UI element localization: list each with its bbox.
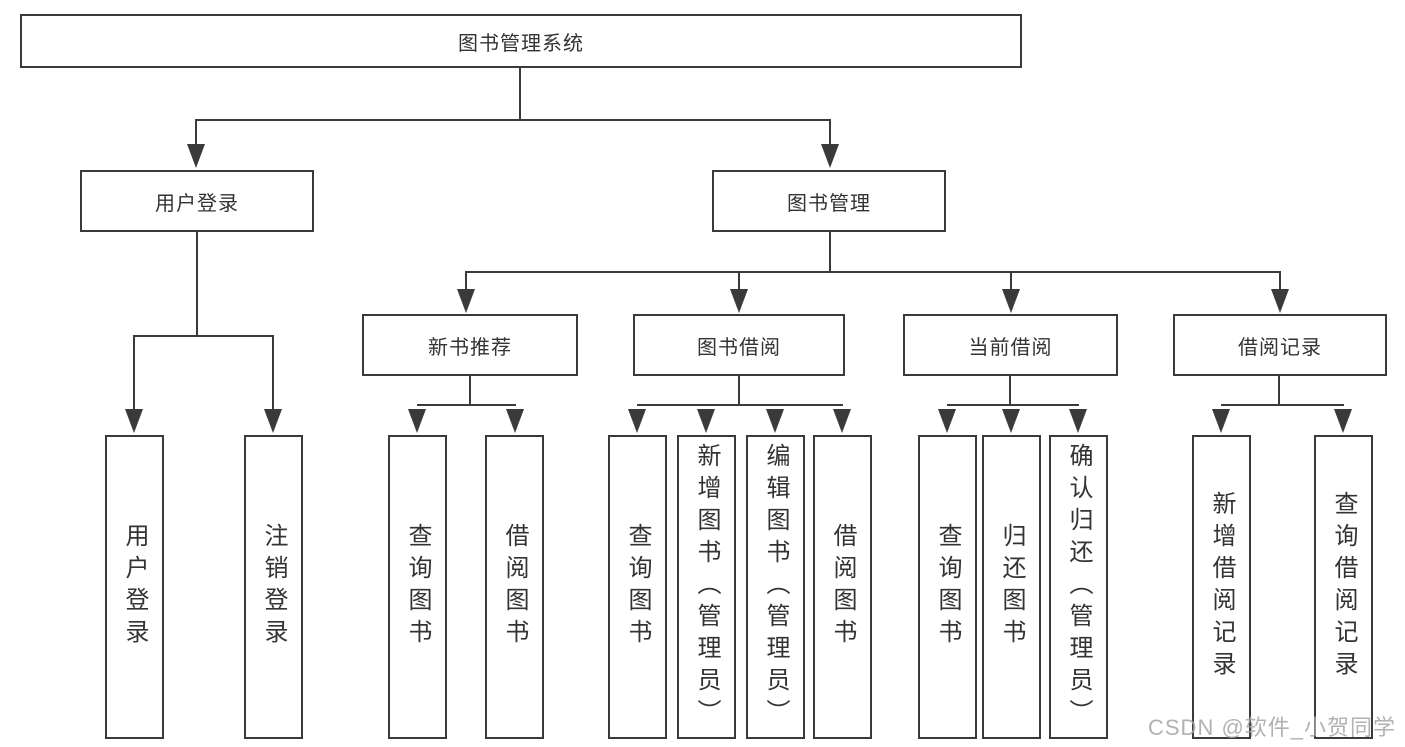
node-current-borrow: 当前借阅 xyxy=(903,314,1118,376)
connector-vline xyxy=(1010,271,1012,293)
connector-vline xyxy=(195,119,197,149)
arrow-down-icon xyxy=(1002,409,1020,433)
node-library-management-system: 图书管理系统 xyxy=(20,14,1022,68)
arrow-down-icon xyxy=(408,409,426,433)
connector-hline xyxy=(1221,404,1344,406)
arrow-down-icon xyxy=(264,409,282,433)
arrow-down-icon xyxy=(697,409,715,433)
node-book-borrow: 图书借阅 xyxy=(633,314,845,376)
leaf-query-books-borrow: 查询图书 xyxy=(608,435,667,739)
arrow-down-icon xyxy=(730,289,748,313)
connector-vline xyxy=(465,271,467,293)
connector-vline xyxy=(133,335,135,412)
connector-hline xyxy=(637,404,843,406)
arrow-down-icon xyxy=(187,144,205,168)
leaf-logout: 注销登录 xyxy=(244,435,303,739)
connector-vline xyxy=(738,271,740,293)
node-new-book-recommend: 新书推荐 xyxy=(362,314,578,376)
csdn-watermark: CSDN @软件_小贺同学 xyxy=(1148,715,1397,740)
arrow-down-icon xyxy=(628,409,646,433)
arrow-down-icon xyxy=(821,144,839,168)
leaf-query-borrow-record: 查询借阅记录 xyxy=(1314,435,1373,739)
leaf-query-books-current: 查询图书 xyxy=(918,435,977,739)
arrow-down-icon xyxy=(506,409,524,433)
connector-hline xyxy=(417,404,516,406)
arrow-down-icon xyxy=(938,409,956,433)
connector-hline xyxy=(196,119,831,121)
connector-vline xyxy=(469,376,471,406)
arrow-down-icon xyxy=(1002,289,1020,313)
leaf-return-books: 归还图书 xyxy=(982,435,1041,739)
node-borrow-records: 借阅记录 xyxy=(1173,314,1387,376)
leaf-borrow-books: 借阅图书 xyxy=(813,435,872,739)
node-book-management: 图书管理 xyxy=(712,170,946,232)
arrow-down-icon xyxy=(125,409,143,433)
arrow-down-icon xyxy=(1334,409,1352,433)
arrow-down-icon xyxy=(833,409,851,433)
leaf-add-borrow-record: 新增借阅记录 xyxy=(1192,435,1251,739)
connector-vline xyxy=(1278,376,1280,406)
connector-vline xyxy=(272,335,274,412)
connector-hline xyxy=(134,335,274,337)
arrow-down-icon xyxy=(1069,409,1087,433)
connector-vline xyxy=(829,119,831,149)
leaf-user-login: 用户登录 xyxy=(105,435,164,739)
arrow-down-icon xyxy=(457,289,475,313)
connector-vline xyxy=(196,232,198,337)
leaf-query-books-recommend: 查询图书 xyxy=(388,435,447,739)
node-user-login: 用户登录 xyxy=(80,170,314,232)
leaf-confirm-return-admin: 确认归还（管理员） xyxy=(1049,435,1108,739)
arrow-down-icon xyxy=(1212,409,1230,433)
connector-hline xyxy=(466,271,1281,273)
connector-vline xyxy=(1009,376,1011,406)
arrow-down-icon xyxy=(1271,289,1289,313)
connector-hline xyxy=(947,404,1079,406)
connector-vline xyxy=(519,68,521,121)
connector-vline xyxy=(738,376,740,406)
connector-vline xyxy=(829,232,831,273)
leaf-edit-book-admin: 编辑图书（管理员） xyxy=(746,435,805,739)
arrow-down-icon xyxy=(766,409,784,433)
connector-vline xyxy=(1279,271,1281,293)
leaf-add-book-admin: 新增图书（管理员） xyxy=(677,435,736,739)
leaf-borrow-books-recommend: 借阅图书 xyxy=(485,435,544,739)
